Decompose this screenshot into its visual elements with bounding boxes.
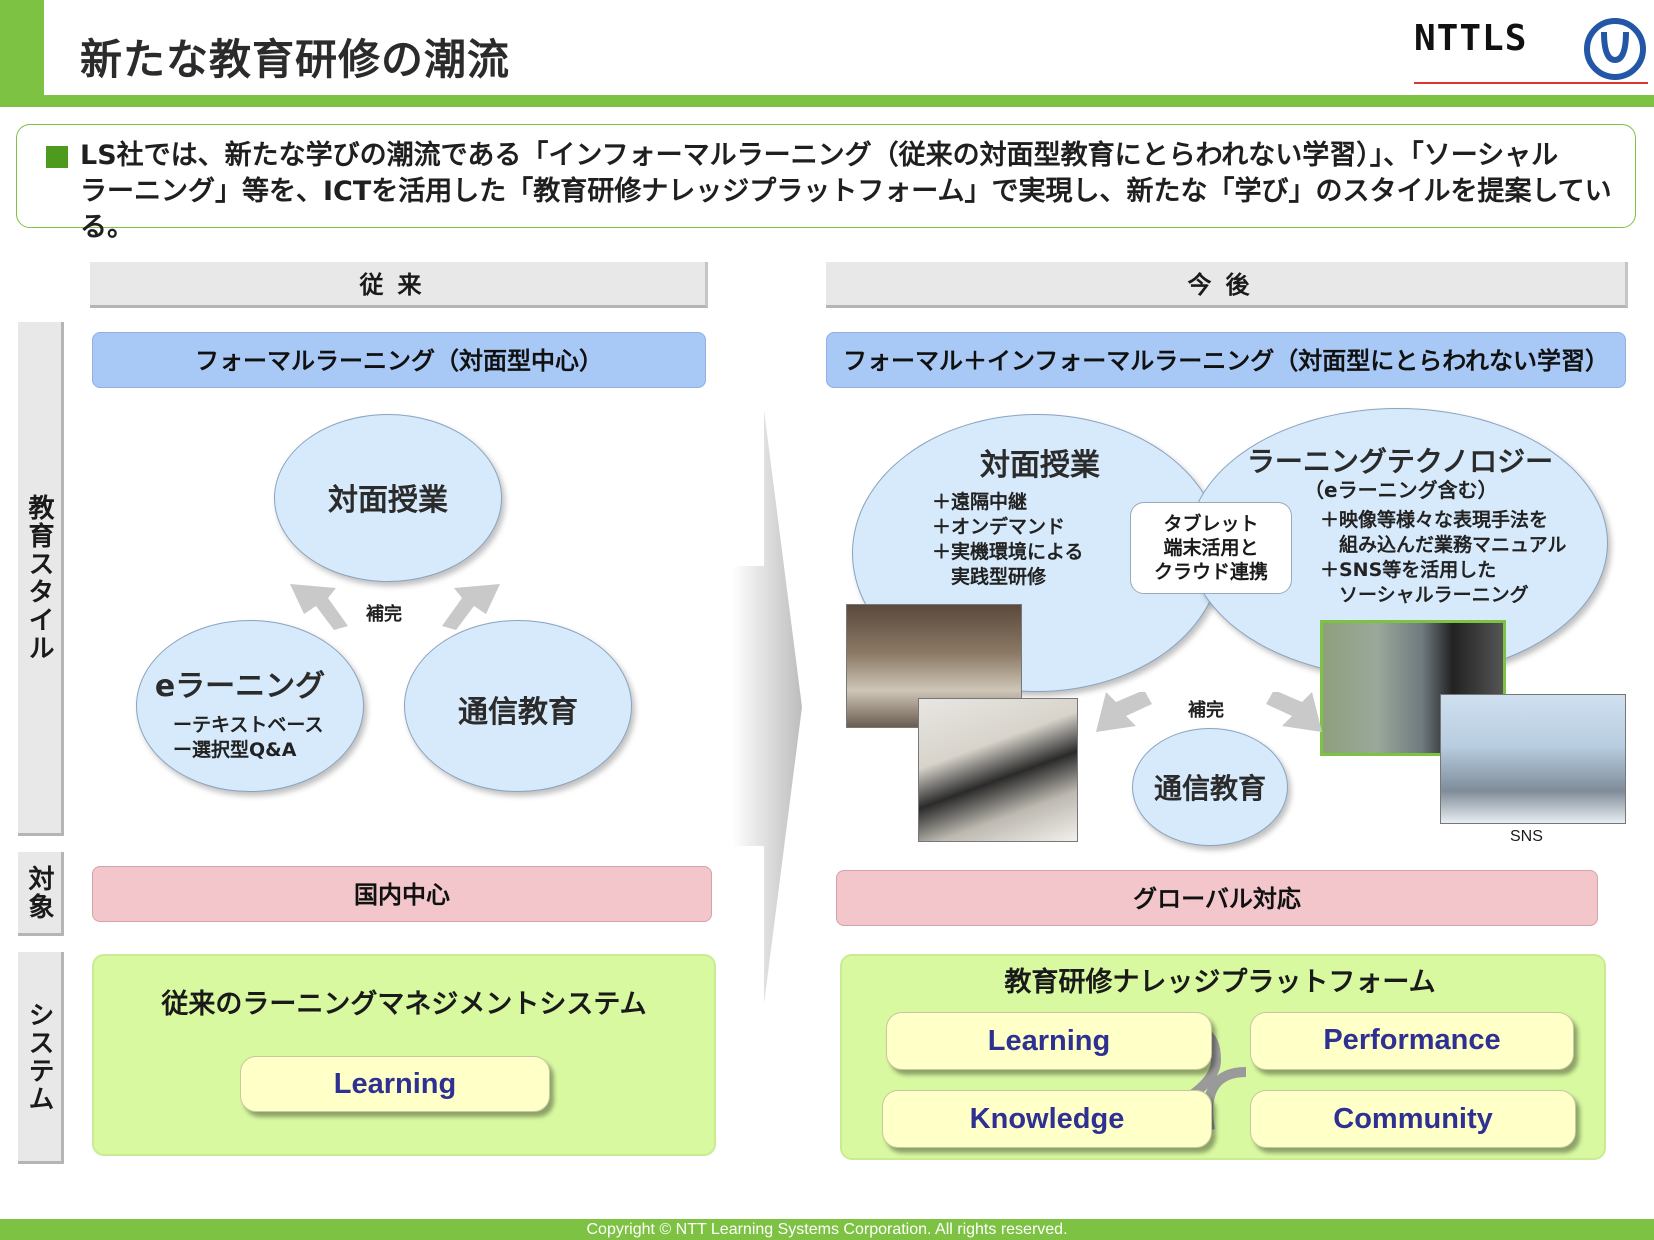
past-elearning-items: ーテキストベース ー選択型Q&A <box>173 713 363 763</box>
past-system-title: 従来のラーニングマネジメントシステム <box>161 989 647 1020</box>
summary-text: LS社では、新たな学びの潮流である「インフォーマルラーニング（従来の対面型教育に… <box>80 138 1620 246</box>
future-community-pill: Community <box>1250 1090 1576 1148</box>
hands-on-training-photo <box>918 698 1078 842</box>
logo-underline <box>1414 82 1648 84</box>
column-heading-past: 従来 <box>90 262 708 308</box>
past-face-to-face-ellipse: 対面授業 <box>274 414 502 582</box>
future-technology-subtitle: （eラーニング含む） <box>1304 478 1498 502</box>
past-supplement-label: 補完 <box>366 604 402 625</box>
future-face-item: 実践型研修 <box>932 566 1047 588</box>
future-correspondence-ellipse: 通信教育 <box>1132 728 1288 846</box>
column-heading-future: 今後 <box>826 262 1628 308</box>
future-supplement-arrows-icon <box>1096 692 1322 732</box>
page-title: 新たな教育研修の潮流 <box>80 35 511 84</box>
past-style-bar: フォーマルラーニング（対面型中心） <box>92 332 706 388</box>
sns-screenshot-photo <box>1440 694 1626 824</box>
future-technology-items: ＋映像等様々な表現手法を 組み込んだ業務マニュアル ＋SNS等を活用した ソーシ… <box>1320 508 1566 608</box>
future-system-title: 教育研修ナレッジプラットフォーム <box>1004 967 1436 998</box>
future-face-to-face-label: 対面授業 <box>980 448 1100 483</box>
past-elearning-ellipse: eラーニング ーテキストベース ー選択型Q&A <box>136 620 364 792</box>
future-face-item: ＋オンデマンド <box>932 516 1066 538</box>
past-correspondence-label: 通信教育 <box>458 695 578 730</box>
summary-box <box>16 124 1636 228</box>
future-style-bar: フォーマル＋インフォーマルラーニング（対面型にとらわれない学習） <box>826 332 1626 388</box>
past-supplement-arrows-icon <box>290 584 500 630</box>
past-target-bar: 国内中心 <box>92 866 712 922</box>
future-tech-item: 組み込んだ業務マニュアル <box>1320 534 1567 556</box>
past-face-to-face-label: 対面授業 <box>328 483 448 518</box>
header-divider <box>0 95 1654 107</box>
future-target-bar: グローバル対応 <box>836 870 1598 926</box>
summary-line-1: LS社では、新たな学びの潮流である「インフォーマルラーニング（従来の対面型教育に… <box>80 140 1559 171</box>
future-tech-item: ＋SNS等を活用した <box>1320 559 1497 581</box>
future-supplement-label: 補完 <box>1188 700 1224 721</box>
tablet-line: クラウド連携 <box>1153 561 1268 583</box>
tablet-line: タブレット <box>1163 513 1259 535</box>
company-logo-text: NTTLS <box>1414 18 1528 59</box>
future-correspondence-label: 通信教育 <box>1153 772 1266 805</box>
footer-copyright: Copyright © NTT Learning Systems Corpora… <box>0 1219 1654 1240</box>
row-label-target: 対象 <box>18 852 64 936</box>
future-tech-item: ＋映像等様々な表現手法を <box>1320 509 1549 531</box>
future-knowledge-pill: Knowledge <box>882 1090 1212 1148</box>
future-tech-item: ソーシャルラーニング <box>1320 584 1529 606</box>
past-system-box <box>92 954 716 1156</box>
future-face-to-face-items: ＋遠隔中継 ＋オンデマンド ＋実機環境による 実践型研修 <box>932 490 1083 590</box>
future-face-item: ＋実機環境による <box>932 541 1084 563</box>
header-accent-bar <box>0 0 44 98</box>
future-tablet-box: タブレット 端末活用と クラウド連携 <box>1130 502 1292 594</box>
past-elearning-label: eラーニング <box>154 669 326 704</box>
future-learning-pill: Learning <box>886 1012 1212 1070</box>
row-label-system: システム <box>18 952 64 1164</box>
summary-bullet-icon <box>46 146 68 168</box>
past-elearning-item: ーテキストベース <box>173 714 324 736</box>
past-elearning-item: ー選択型Q&A <box>173 739 297 761</box>
past-learning-pill: Learning <box>240 1056 550 1112</box>
row-label-style: 教育スタイル <box>18 322 64 836</box>
past-correspondence-ellipse: 通信教育 <box>404 620 632 792</box>
sns-label: SNS <box>1510 828 1543 845</box>
tablet-line: 端末活用と <box>1163 537 1259 559</box>
transition-arrow-icon <box>732 410 802 1004</box>
future-technology-label: ラーニングテクノロジー <box>1246 445 1554 478</box>
summary-line-2: ラーニング」等を、ICTを活用した「教育研修ナレッジプラットフォーム」で実現し、… <box>80 176 1612 243</box>
future-face-item: ＋遠隔中継 <box>932 491 1028 513</box>
nttls-logo-mark-icon <box>1584 18 1646 80</box>
future-performance-pill: Performance <box>1250 1012 1574 1070</box>
